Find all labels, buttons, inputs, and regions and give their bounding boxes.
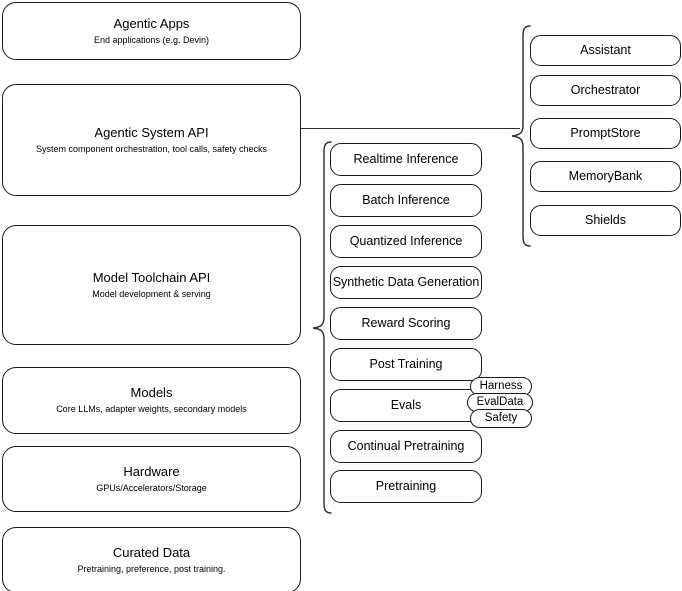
brace-model-toolchain [312,141,332,514]
chip-promptstore[interactable]: PromptStore [530,118,681,149]
pill-label: EvalData [476,396,524,408]
chip-shields[interactable]: Shields [530,205,681,236]
layer-box-model-toolchain-api[interactable]: Model Toolchain API Model development & … [2,225,301,345]
chip-post-training[interactable]: Post Training [330,348,482,381]
chip-realtime-inference[interactable]: Realtime Inference [330,143,482,176]
layer-subtitle: Model development & serving [92,288,211,299]
layer-box-curated-data[interactable]: Curated Data Pretraining, preference, po… [2,527,301,591]
chip-label: Batch Inference [362,193,450,207]
pill-safety[interactable]: Safety [470,409,532,428]
layer-box-hardware[interactable]: Hardware GPUs/Accelerators/Storage [2,446,301,512]
chip-label: Shields [585,213,626,227]
brace-agentic-system [511,25,531,247]
chip-label: Reward Scoring [361,316,451,330]
chip-label: Quantized Inference [349,234,463,248]
chip-label: Synthetic Data Generation [332,275,480,289]
layer-subtitle: Core LLMs, adapter weights, secondary mo… [56,404,247,414]
pill-label: Harness [479,380,523,392]
chip-label: Evals [390,398,422,412]
chip-label: Continual Pretraining [347,439,465,453]
layer-subtitle: GPUs/Accelerators/Storage [96,482,207,493]
layer-subtitle: System component orchestration, tool cal… [35,143,268,154]
chip-reward-scoring[interactable]: Reward Scoring [330,307,482,340]
chip-label: Post Training [369,357,443,371]
layer-title: Model Toolchain API [92,269,211,285]
connector-agentic-system-api-to-components [301,128,520,129]
layer-box-agentic-system-api[interactable]: Agentic System API System component orch… [2,84,301,196]
layer-subtitle: End applications (e.g. Devin) [93,34,210,45]
chip-batch-inference[interactable]: Batch Inference [330,184,482,217]
chip-label: Assistant [580,43,631,57]
pill-evaldata[interactable]: EvalData [467,393,533,412]
chip-evals[interactable]: Evals [330,389,482,422]
chip-label: Orchestrator [570,83,641,97]
chip-assistant[interactable]: Assistant [530,35,681,66]
layer-box-agentic-apps[interactable]: Agentic Apps End applications (e.g. Devi… [2,2,301,60]
layer-title: Hardware [123,463,180,479]
chip-continual-pretraining[interactable]: Continual Pretraining [330,430,482,463]
chip-label: MemoryBank [568,169,643,183]
chip-quantized-inference[interactable]: Quantized Inference [330,225,482,258]
chip-label: Pretraining [375,479,437,493]
chip-label: PromptStore [570,126,641,140]
chip-label: Realtime Inference [353,152,459,166]
chip-orchestrator[interactable]: Orchestrator [530,75,681,106]
chip-synthetic-data-generation[interactable]: Synthetic Data Generation [330,266,482,299]
layer-title: Agentic System API [94,124,209,140]
layer-title: Agentic Apps [113,15,190,31]
layer-subtitle: Pretraining, preference, post training. [77,563,226,574]
layer-title: Models [130,385,173,400]
chip-memorybank[interactable]: MemoryBank [530,161,681,192]
pill-label: Safety [484,412,518,424]
chip-pretraining[interactable]: Pretraining [330,470,482,503]
layer-title: Curated Data [112,544,191,560]
layer-box-models[interactable]: Models Core LLMs, adapter weights, secon… [2,367,301,434]
